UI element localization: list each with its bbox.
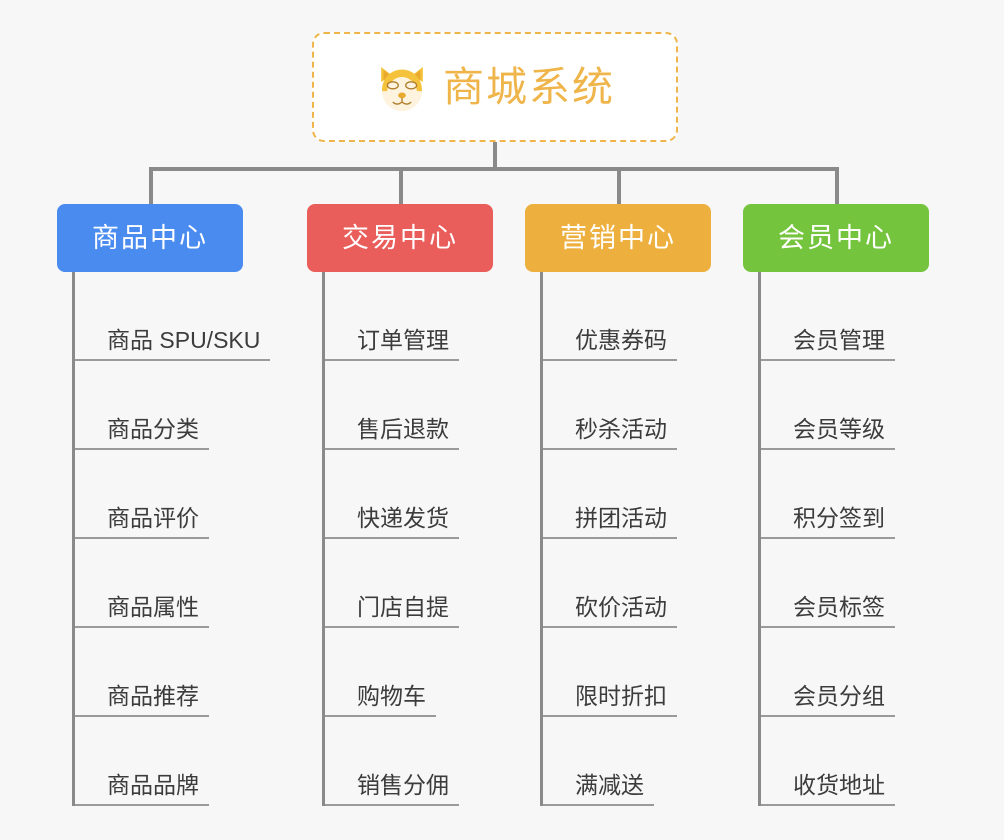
list-item-label: 拼团活动 bbox=[575, 505, 667, 531]
leaf-underline bbox=[325, 804, 459, 806]
leaf-underline bbox=[543, 804, 654, 806]
leaf-underline bbox=[761, 359, 895, 361]
list-item-label: 秒杀活动 bbox=[575, 416, 667, 442]
list-item[interactable]: 砍价活动 bbox=[543, 539, 711, 628]
leaf-list: 会员管理 会员等级 积分签到 会员标签 会员分组 收货地址 bbox=[758, 272, 929, 806]
list-item[interactable]: 商品评价 bbox=[75, 450, 243, 539]
leaf-underline bbox=[761, 537, 895, 539]
list-item-label: 商品属性 bbox=[107, 594, 199, 620]
list-item[interactable]: 商品属性 bbox=[75, 539, 243, 628]
list-item[interactable]: 积分签到 bbox=[761, 450, 929, 539]
list-item-label: 商品品牌 bbox=[107, 772, 199, 798]
list-item[interactable]: 满减送 bbox=[543, 717, 711, 806]
list-item[interactable]: 会员等级 bbox=[761, 361, 929, 450]
list-item-label: 会员管理 bbox=[793, 327, 885, 353]
list-item[interactable]: 商品 SPU/SKU bbox=[75, 272, 270, 361]
leaf-underline bbox=[761, 448, 895, 450]
leaf-underline bbox=[75, 537, 209, 539]
leaf-underline bbox=[75, 448, 209, 450]
list-item[interactable]: 收货地址 bbox=[761, 717, 929, 806]
list-item-label: 商品 SPU/SKU bbox=[107, 327, 261, 353]
list-item-label: 积分签到 bbox=[793, 505, 885, 531]
leaf-underline bbox=[761, 804, 895, 806]
list-item-label: 会员标签 bbox=[793, 594, 885, 620]
list-item-label: 优惠券码 bbox=[575, 327, 667, 353]
category-label: 会员中心 bbox=[778, 222, 894, 253]
list-item-label: 满减送 bbox=[575, 772, 644, 798]
category-box-member-center[interactable]: 会员中心 bbox=[743, 204, 929, 272]
leaf-underline bbox=[75, 715, 209, 717]
connector-drop-4 bbox=[835, 167, 839, 204]
branch-column-member-center: 会员中心 会员管理 会员等级 积分签到 会员标签 会员分组 bbox=[743, 204, 929, 806]
connector-drop-3 bbox=[617, 167, 621, 204]
list-item[interactable]: 销售分佣 bbox=[325, 717, 493, 806]
leaf-underline bbox=[325, 715, 436, 717]
list-item-label: 门店自提 bbox=[357, 594, 449, 620]
list-item[interactable]: 会员管理 bbox=[761, 272, 929, 361]
list-item-label: 限时折扣 bbox=[575, 683, 667, 709]
category-box-marketing-center[interactable]: 营销中心 bbox=[525, 204, 711, 272]
leaf-underline bbox=[325, 359, 459, 361]
list-item[interactable]: 商品推荐 bbox=[75, 628, 243, 717]
list-item[interactable]: 会员分组 bbox=[761, 628, 929, 717]
list-item-label: 商品推荐 bbox=[107, 683, 199, 709]
list-item[interactable]: 限时折扣 bbox=[543, 628, 711, 717]
root-node-title: 商城系统 bbox=[443, 63, 615, 110]
leaf-underline bbox=[325, 626, 459, 628]
category-box-trade-center[interactable]: 交易中心 bbox=[307, 204, 493, 272]
leaf-underline bbox=[543, 715, 677, 717]
list-item-label: 快递发货 bbox=[357, 505, 449, 531]
leaf-underline bbox=[543, 359, 677, 361]
leaf-underline bbox=[761, 715, 895, 717]
list-item[interactable]: 购物车 bbox=[325, 628, 493, 717]
list-item[interactable]: 商品品牌 bbox=[75, 717, 243, 806]
list-item[interactable]: 售后退款 bbox=[325, 361, 493, 450]
list-item-label: 商品分类 bbox=[107, 416, 199, 442]
category-label: 交易中心 bbox=[342, 222, 458, 253]
list-item[interactable]: 秒杀活动 bbox=[543, 361, 711, 450]
list-item[interactable]: 拼团活动 bbox=[543, 450, 711, 539]
connector-drop-2 bbox=[399, 167, 403, 204]
leaf-underline bbox=[543, 537, 677, 539]
category-label: 商品中心 bbox=[92, 222, 208, 253]
list-item-label: 收货地址 bbox=[793, 772, 885, 798]
category-label: 营销中心 bbox=[560, 222, 676, 253]
category-box-product-center[interactable]: 商品中心 bbox=[57, 204, 243, 272]
branch-column-trade-center: 交易中心 订单管理 售后退款 快递发货 门店自提 购物车 bbox=[307, 204, 493, 806]
list-item-label: 砍价活动 bbox=[575, 594, 667, 620]
shiba-dog-face-icon bbox=[381, 67, 423, 112]
leaf-underline bbox=[75, 626, 209, 628]
connector-root-stem bbox=[493, 142, 497, 170]
list-item[interactable]: 商品分类 bbox=[75, 361, 243, 450]
branch-column-product-center: 商品中心 商品 SPU/SKU 商品分类 商品评价 商品属性 商品推荐 bbox=[57, 204, 270, 806]
leaf-list: 订单管理 售后退款 快递发货 门店自提 购物车 销售分佣 bbox=[322, 272, 493, 806]
leaf-underline bbox=[325, 537, 459, 539]
list-item[interactable]: 快递发货 bbox=[325, 450, 493, 539]
list-item-label: 购物车 bbox=[357, 683, 426, 709]
list-item[interactable]: 会员标签 bbox=[761, 539, 929, 628]
leaf-underline bbox=[325, 448, 459, 450]
leaf-list: 商品 SPU/SKU 商品分类 商品评价 商品属性 商品推荐 商品品牌 bbox=[72, 272, 270, 806]
list-item-label: 会员分组 bbox=[793, 683, 885, 709]
leaf-underline bbox=[543, 448, 677, 450]
leaf-underline bbox=[75, 804, 209, 806]
list-item[interactable]: 订单管理 bbox=[325, 272, 493, 361]
branch-column-marketing-center: 营销中心 优惠券码 秒杀活动 拼团活动 砍价活动 限时折扣 bbox=[525, 204, 711, 806]
list-item-label: 会员等级 bbox=[793, 416, 885, 442]
list-item[interactable]: 优惠券码 bbox=[543, 272, 711, 361]
leaf-list: 优惠券码 秒杀活动 拼团活动 砍价活动 限时折扣 满减送 bbox=[540, 272, 711, 806]
connector-horizontal-bus bbox=[149, 167, 839, 171]
list-item-label: 销售分佣 bbox=[357, 772, 449, 798]
list-item-label: 售后退款 bbox=[357, 416, 449, 442]
list-item[interactable]: 门店自提 bbox=[325, 539, 493, 628]
leaf-underline bbox=[543, 626, 677, 628]
list-item-label: 订单管理 bbox=[357, 327, 449, 353]
connector-drop-1 bbox=[149, 167, 153, 204]
root-node-mall-system[interactable]: 商城系统 bbox=[312, 32, 678, 142]
leaf-underline bbox=[761, 626, 895, 628]
leaf-underline bbox=[75, 359, 270, 361]
list-item-label: 商品评价 bbox=[107, 505, 199, 531]
